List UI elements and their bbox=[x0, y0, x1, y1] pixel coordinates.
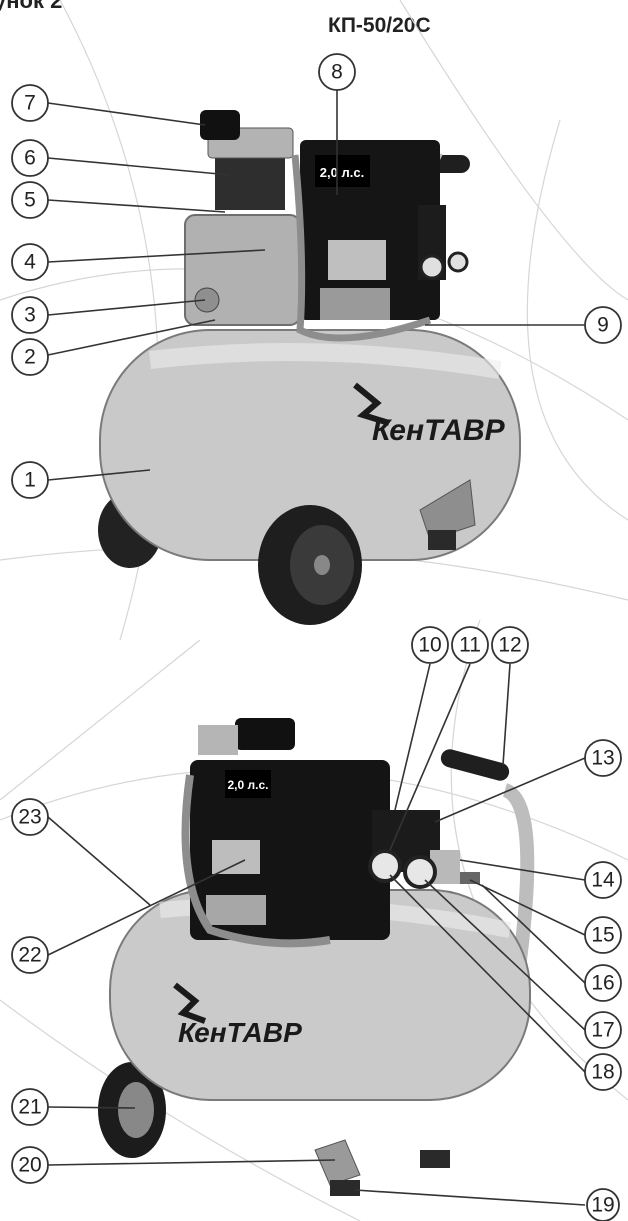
svg-text:9: 9 bbox=[597, 314, 609, 337]
callout-14: 14 bbox=[584, 861, 622, 899]
brand-logo-bottom: КенТАВР bbox=[178, 1017, 302, 1048]
callouts-bottom: 10 11 12 13 23 14 15 22 16 17 18 21 20 1… bbox=[11, 626, 622, 1221]
callout-8: 8 bbox=[318, 53, 356, 91]
svg-text:2: 2 bbox=[24, 346, 36, 369]
callout-7: 7 bbox=[11, 84, 49, 122]
power-badge-bottom: 2,0 л.с. bbox=[228, 778, 269, 792]
svg-text:23: 23 bbox=[18, 806, 41, 829]
svg-text:12: 12 bbox=[498, 634, 521, 657]
svg-text:5: 5 bbox=[24, 189, 36, 212]
svg-text:20: 20 bbox=[18, 1154, 41, 1177]
callout-10: 10 bbox=[411, 626, 449, 664]
svg-text:13: 13 bbox=[591, 747, 614, 770]
callout-3: 3 bbox=[11, 296, 49, 334]
model-title: КП-50/20С bbox=[328, 14, 431, 37]
svg-text:8: 8 bbox=[331, 61, 343, 84]
callout-2: 2 bbox=[11, 338, 49, 376]
callout-4: 4 bbox=[11, 243, 49, 281]
svg-text:6: 6 bbox=[24, 147, 36, 170]
compressor-top: 2,0 л.с. КенТАВР bbox=[98, 110, 521, 625]
callouts-top: 7 8 6 5 4 3 2 9 1 bbox=[11, 53, 622, 499]
svg-text:1: 1 bbox=[24, 469, 36, 492]
svg-text:19: 19 bbox=[591, 1194, 614, 1217]
callout-20: 20 bbox=[11, 1146, 49, 1184]
svg-text:15: 15 bbox=[591, 924, 614, 947]
callout-11: 11 bbox=[451, 626, 489, 664]
power-badge-top: 2,0 л.с. bbox=[320, 165, 364, 180]
svg-text:21: 21 bbox=[18, 1096, 41, 1119]
callout-1: 1 bbox=[11, 461, 49, 499]
figure-label: унок 2 bbox=[0, 0, 63, 13]
svg-text:7: 7 bbox=[24, 92, 36, 115]
svg-text:4: 4 bbox=[24, 251, 36, 274]
svg-text:18: 18 bbox=[591, 1061, 614, 1084]
brand-logo-top: КенТАВР bbox=[372, 414, 506, 447]
callout-19: 19 bbox=[586, 1188, 620, 1221]
callout-16: 16 bbox=[584, 964, 622, 1002]
callout-13: 13 bbox=[584, 739, 622, 777]
callout-17: 17 bbox=[584, 1011, 622, 1049]
compressor-bottom: 2,0 л.с. КенТАВР bbox=[98, 718, 535, 1196]
leader-lines bbox=[47, 90, 586, 1206]
svg-text:3: 3 bbox=[24, 304, 36, 327]
callout-9: 9 bbox=[584, 306, 622, 344]
svg-text:10: 10 bbox=[418, 634, 441, 657]
callout-21: 21 bbox=[11, 1088, 49, 1126]
callout-12: 12 bbox=[491, 626, 529, 664]
callout-15: 15 bbox=[584, 916, 622, 954]
callout-18: 18 bbox=[584, 1053, 622, 1091]
callout-22: 22 bbox=[11, 936, 49, 974]
svg-text:11: 11 bbox=[459, 634, 481, 657]
svg-text:16: 16 bbox=[591, 972, 614, 995]
callout-23: 23 bbox=[11, 798, 49, 836]
callout-5: 5 bbox=[11, 181, 49, 219]
svg-text:14: 14 bbox=[591, 869, 615, 892]
svg-text:22: 22 bbox=[18, 944, 41, 967]
svg-text:17: 17 bbox=[591, 1019, 614, 1042]
callout-6: 6 bbox=[11, 139, 49, 177]
